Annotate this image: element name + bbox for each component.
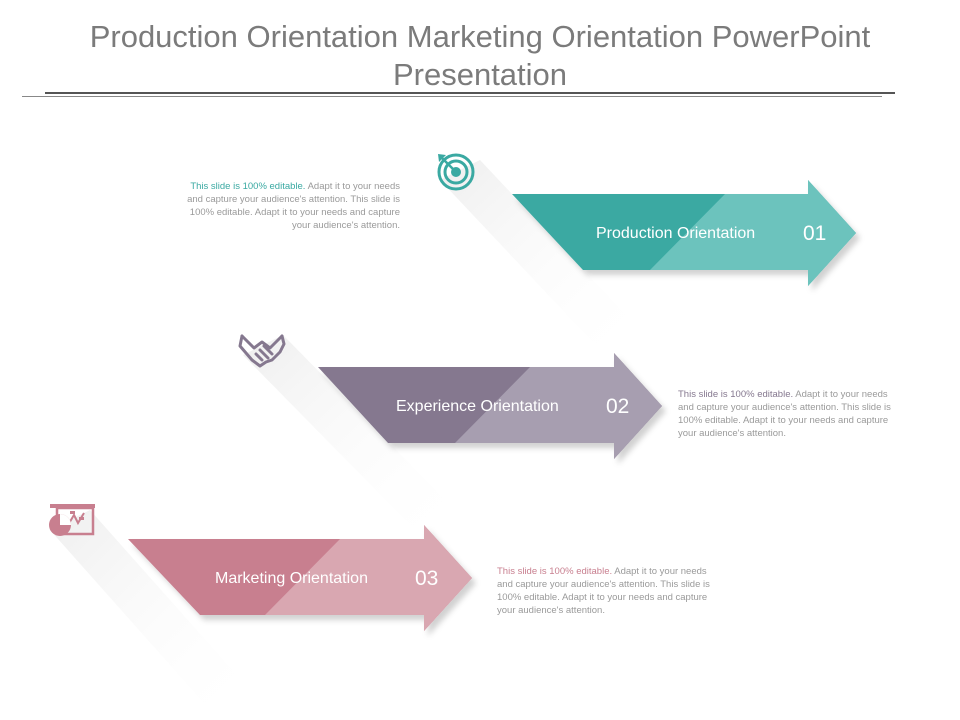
page-title: Production Orientation Marketing Orienta… [89, 19, 871, 92]
step-3-number: 03 [415, 567, 439, 590]
ribbon-2 [243, 335, 460, 535]
arrow-3 [128, 525, 472, 631]
step-1-number: 01 [803, 222, 827, 245]
arrow-1-highlight [650, 180, 856, 286]
ribbon-3 [50, 510, 250, 710]
step-3-label: Marketing Orientation [215, 570, 368, 587]
step-1-desc-rest: Adapt it to your needs and capture your … [187, 181, 400, 231]
step-3-desc-rest: Adapt it to your needs and capture your … [497, 566, 710, 616]
handshake-icon [238, 334, 286, 368]
step-3-description: This slide is 100% editable. Adapt it to… [497, 565, 722, 617]
target-icon [437, 153, 475, 191]
step-2-desc-lead: This slide is 100% editable. [678, 389, 794, 400]
arrow-3-highlight [265, 525, 472, 631]
step-3-desc-lead: This slide is 100% editable. [497, 566, 613, 577]
step-2-label: Experience Orientation [396, 398, 559, 415]
step-1-label: Production Orientation [596, 225, 756, 242]
step-2-number: 02 [606, 395, 630, 418]
title-divider [45, 92, 895, 94]
title-divider-secondary [22, 96, 882, 97]
arrow-1 [512, 180, 856, 286]
presentation-chart-icon [49, 504, 95, 536]
step-1-desc-lead: This slide is 100% editable. [190, 181, 306, 192]
arrow-2 [318, 353, 662, 459]
step-1-description: This slide is 100% editable. Adapt it to… [175, 180, 400, 232]
arrow-2-highlight [455, 353, 662, 459]
ribbon-1 [440, 160, 640, 350]
step-2-desc-rest: Adapt it to your needs and capture your … [678, 389, 891, 439]
step-2-description: This slide is 100% editable. Adapt it to… [678, 388, 903, 440]
